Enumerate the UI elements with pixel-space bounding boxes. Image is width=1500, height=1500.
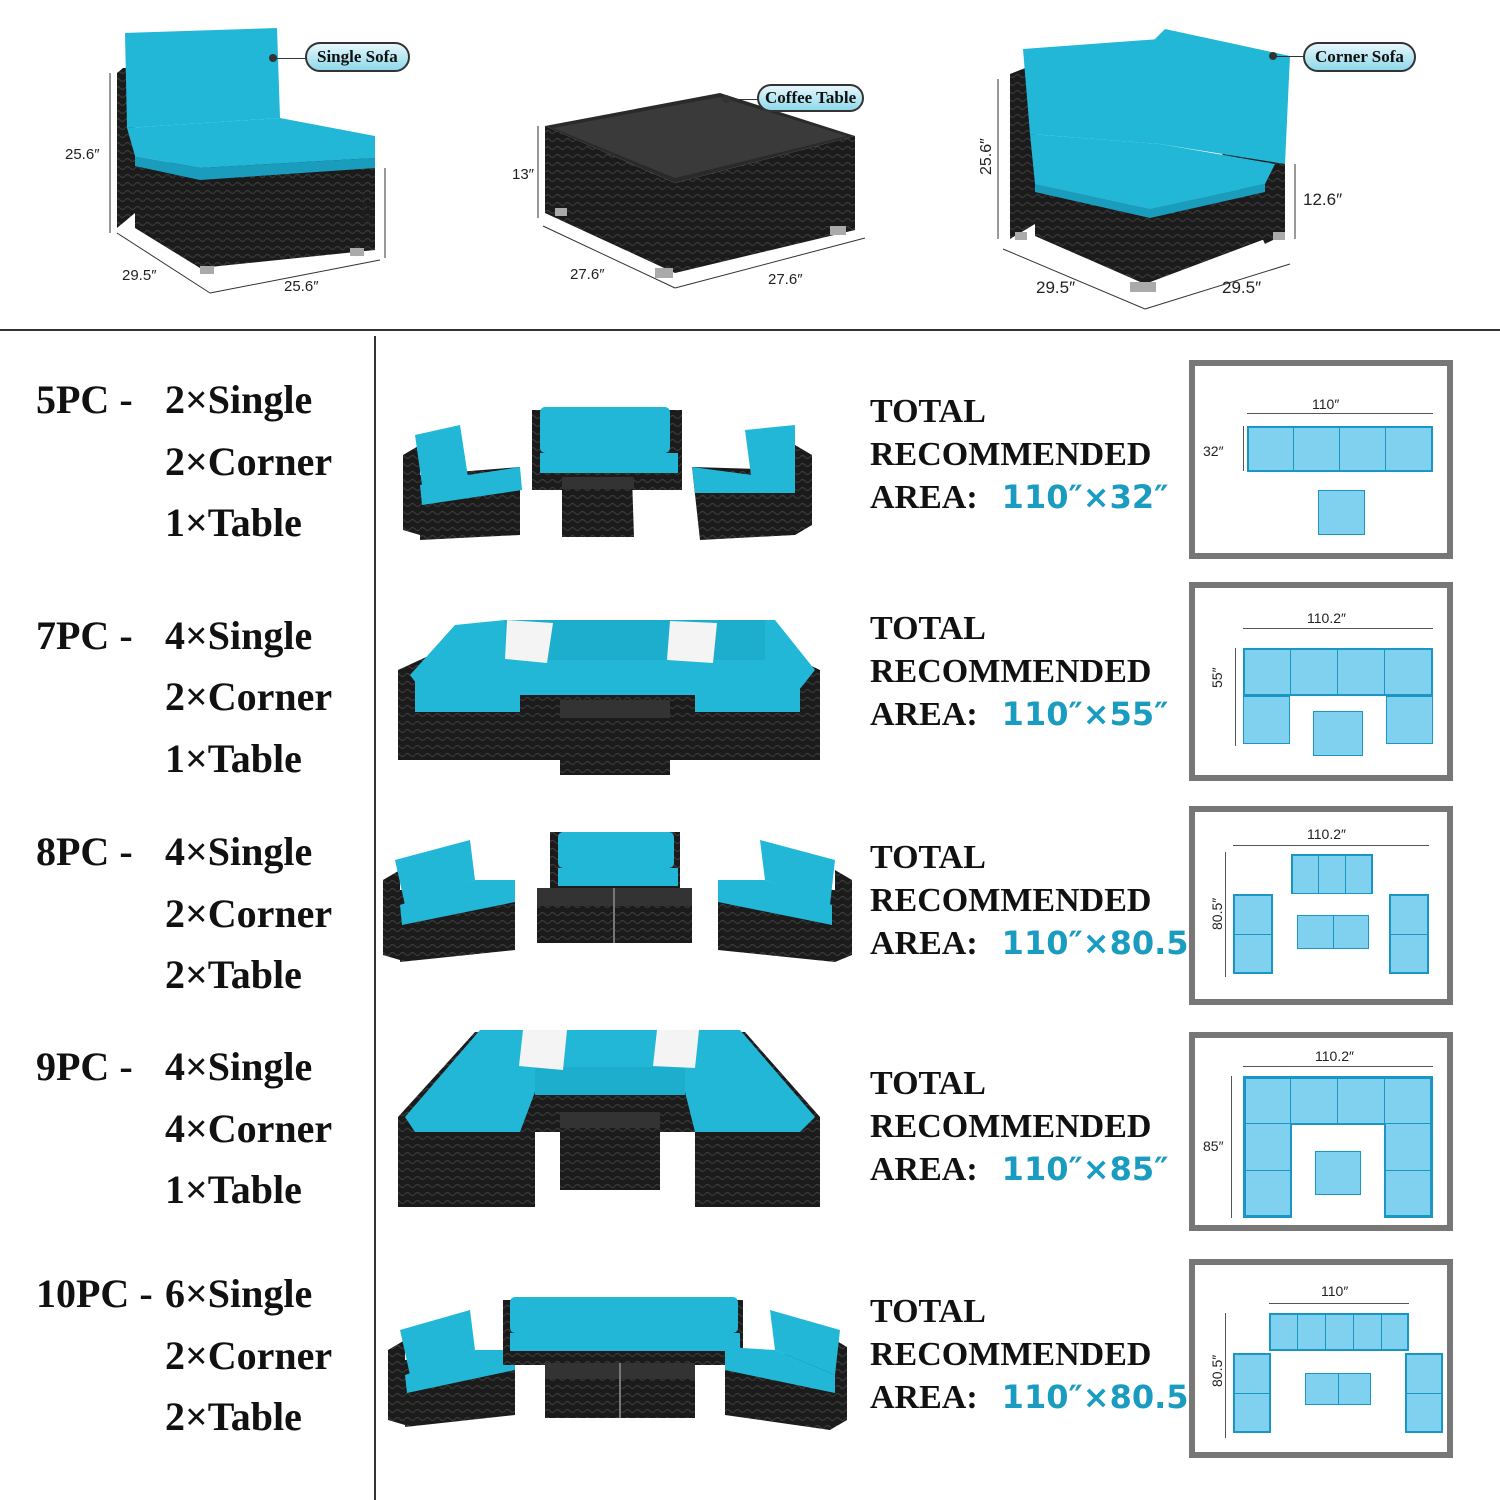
area-label: AREA: [870,1379,978,1416]
single-tag-dot [269,54,277,62]
layout-width-label: 110″ [1312,396,1340,412]
layout-diagram-7pc: 110.2″ 55″ [1189,582,1453,781]
section-divider [0,329,1500,331]
layout-diagram-8pc: 110.2″ 80.5″ [1189,806,1453,1005]
config-pc-label: 10PC - [36,1271,153,1316]
corner-tag-line [1276,56,1304,57]
recommended-label: RECOMMENDED [870,653,1152,690]
total-label: TOTAL [870,393,986,430]
config-pc-label: 9PC - [36,1044,133,1089]
table-width-dim: 27.6″ [768,271,803,288]
config-item: 2×Single [165,377,313,422]
area-label: AREA: [870,925,978,962]
layout-diagram-9pc: 110.2″ 85″ [1189,1032,1453,1231]
column-divider [374,336,376,1500]
coffee-table-image [537,93,866,289]
layout-height-label: 55″ [1209,667,1225,688]
area-value: 110″×80.5″ [1001,1378,1203,1416]
set-photo-8pc [383,832,852,962]
config-pc-label: 7PC - [36,613,133,658]
config-item: 1×Table [165,736,302,781]
config-pc-label: 5PC - [36,377,133,422]
recommended-label: RECOMMENDED [870,436,1152,473]
single-sofa-image [109,28,386,294]
single-height-dim: 25.6″ [65,146,100,163]
layout-diagram-5pc: 110″ 32″ [1189,360,1453,559]
config-item: 6×Single [165,1271,313,1316]
recommended-label: RECOMMENDED [870,882,1152,919]
total-label: TOTAL [870,1293,986,1330]
set-photo-9pc [398,1030,820,1207]
config-item: 2×Table [165,952,302,997]
area-block: TOTAL RECOMMENDED AREA: 110″×80.5″ [870,836,1203,965]
area-block: TOTAL RECOMMENDED AREA: 110″×85″ [870,1062,1168,1191]
corner-depth-dim: 29.5″ [1036,278,1076,297]
config-item: 2×Corner [165,891,333,936]
config-item: 2×Corner [165,439,333,484]
set-photo-5pc [403,407,812,540]
config-item: 4×Single [165,1044,313,1089]
area-block: TOTAL RECOMMENDED AREA: 110″×32″ [870,390,1168,519]
corner-height-dim: 25.6″ [978,138,995,175]
set-photo-10pc [388,1297,847,1430]
layout-height-label: 85″ [1203,1138,1224,1154]
recommended-label: RECOMMENDED [870,1336,1152,1373]
config-item: 4×Single [165,829,313,874]
layout-width-label: 110.2″ [1307,610,1346,626]
coffee-tag-line [728,99,762,100]
area-label: AREA: [870,696,978,733]
coffee-table-tag: Coffee Table [757,84,865,112]
single-depth-dim: 29.5″ [122,267,157,284]
layout-height-label: 32″ [1203,443,1224,459]
single-width-dim: 25.6″ [284,278,319,295]
area-value: 110″×55″ [1001,695,1169,733]
area-block: TOTAL RECOMMENDED AREA: 110″×80.5″ [870,1290,1203,1419]
single-tag-line [276,58,306,59]
corner-tag-dot [1269,52,1277,60]
set-photo-7pc [398,620,820,775]
corner-sofa-image [997,29,1296,310]
total-label: TOTAL [870,839,986,876]
corner-sofa-tag: Corner Sofa [1303,42,1416,72]
config-item: 2×Corner [165,1333,333,1378]
layout-width-label: 110″ [1321,1283,1349,1299]
corner-width-dim: 29.5″ [1222,278,1262,297]
total-label: TOTAL [870,1065,986,1102]
single-sofa-tag: Single Sofa [305,42,410,72]
area-label: AREA: [870,479,978,516]
total-label: TOTAL [870,610,986,647]
config-item: 1×Table [165,1167,302,1212]
table-depth-dim: 27.6″ [570,266,605,283]
config-item: 4×Single [165,613,313,658]
layout-height-label: 80.5″ [1209,1354,1225,1387]
area-value: 110″×80.5″ [1001,924,1203,962]
layout-width-label: 110.2″ [1315,1048,1354,1064]
config-pc-label: 8PC - [36,829,133,874]
config-item: 4×Corner [165,1106,333,1151]
recommended-label: RECOMMENDED [870,1108,1152,1145]
config-item: 2×Table [165,1394,302,1439]
config-item: 2×Corner [165,674,333,719]
area-block: TOTAL RECOMMENDED AREA: 110″×55″ [870,607,1168,736]
single-seat-dim: 12.6″ [359,193,376,228]
corner-seat-dim: 12.6″ [1303,190,1343,209]
layout-height-label: 80.5″ [1209,897,1225,930]
table-height-dim: 13″ [512,166,534,183]
coffee-tag-dot [722,95,730,103]
area-label: AREA: [870,1151,978,1188]
layout-diagram-10pc: 110″ 80.5″ [1189,1259,1453,1458]
area-value: 110″×85″ [1001,1150,1169,1188]
area-value: 110″×32″ [1001,478,1169,516]
config-item: 1×Table [165,500,302,545]
layout-width-label: 110.2″ [1307,826,1346,842]
